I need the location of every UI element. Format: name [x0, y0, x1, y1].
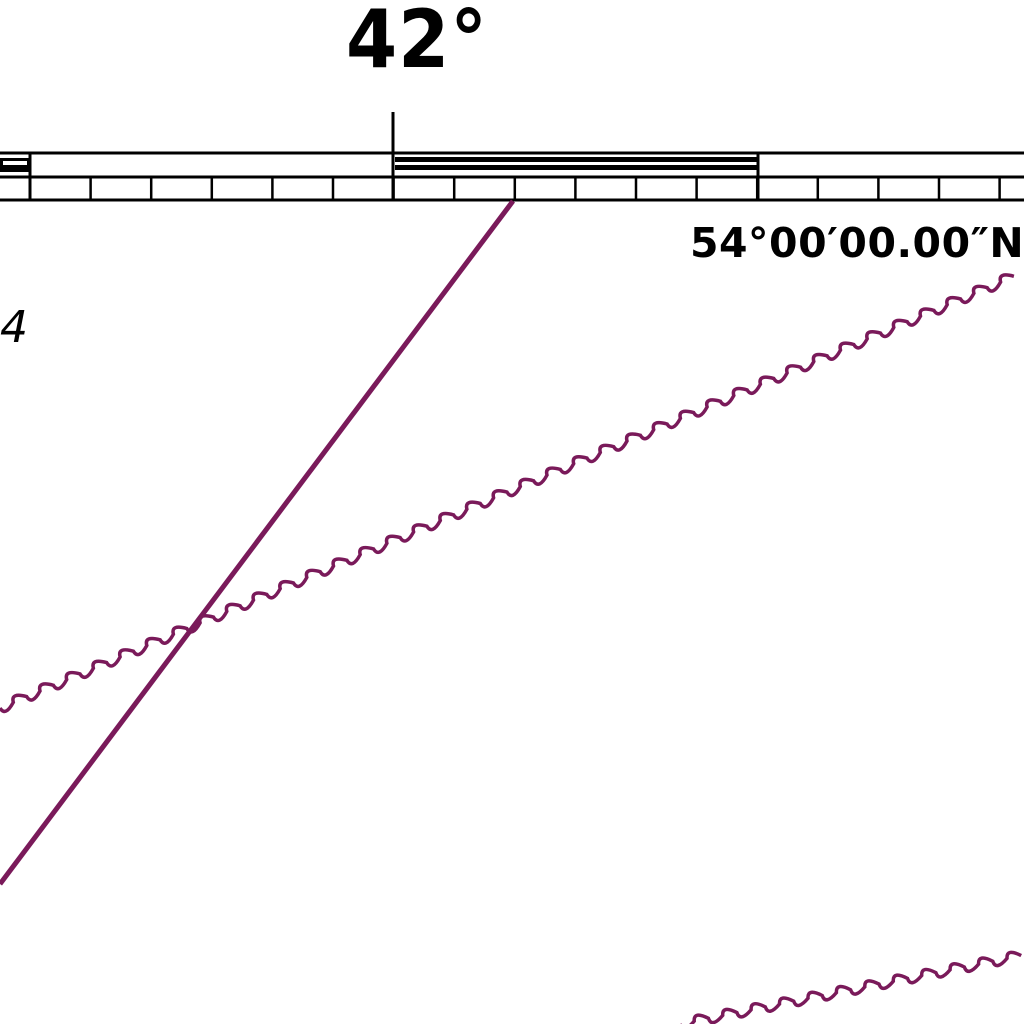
- scale-band-gap: [3, 161, 27, 165]
- scale-band-black: [395, 165, 758, 170]
- wavy-boundary-line-upper: [0, 273, 1015, 714]
- border-scale: [0, 151, 1024, 202]
- parallel-latitude-label: 54°00′00.00″N: [690, 219, 1024, 267]
- straight-route-line: [0, 199, 515, 886]
- meridian-label: 42°: [346, 0, 488, 86]
- scale-band-black: [395, 157, 758, 162]
- wavy-boundary-line-lower: [680, 950, 1023, 1024]
- side-number-label: 4: [0, 302, 28, 353]
